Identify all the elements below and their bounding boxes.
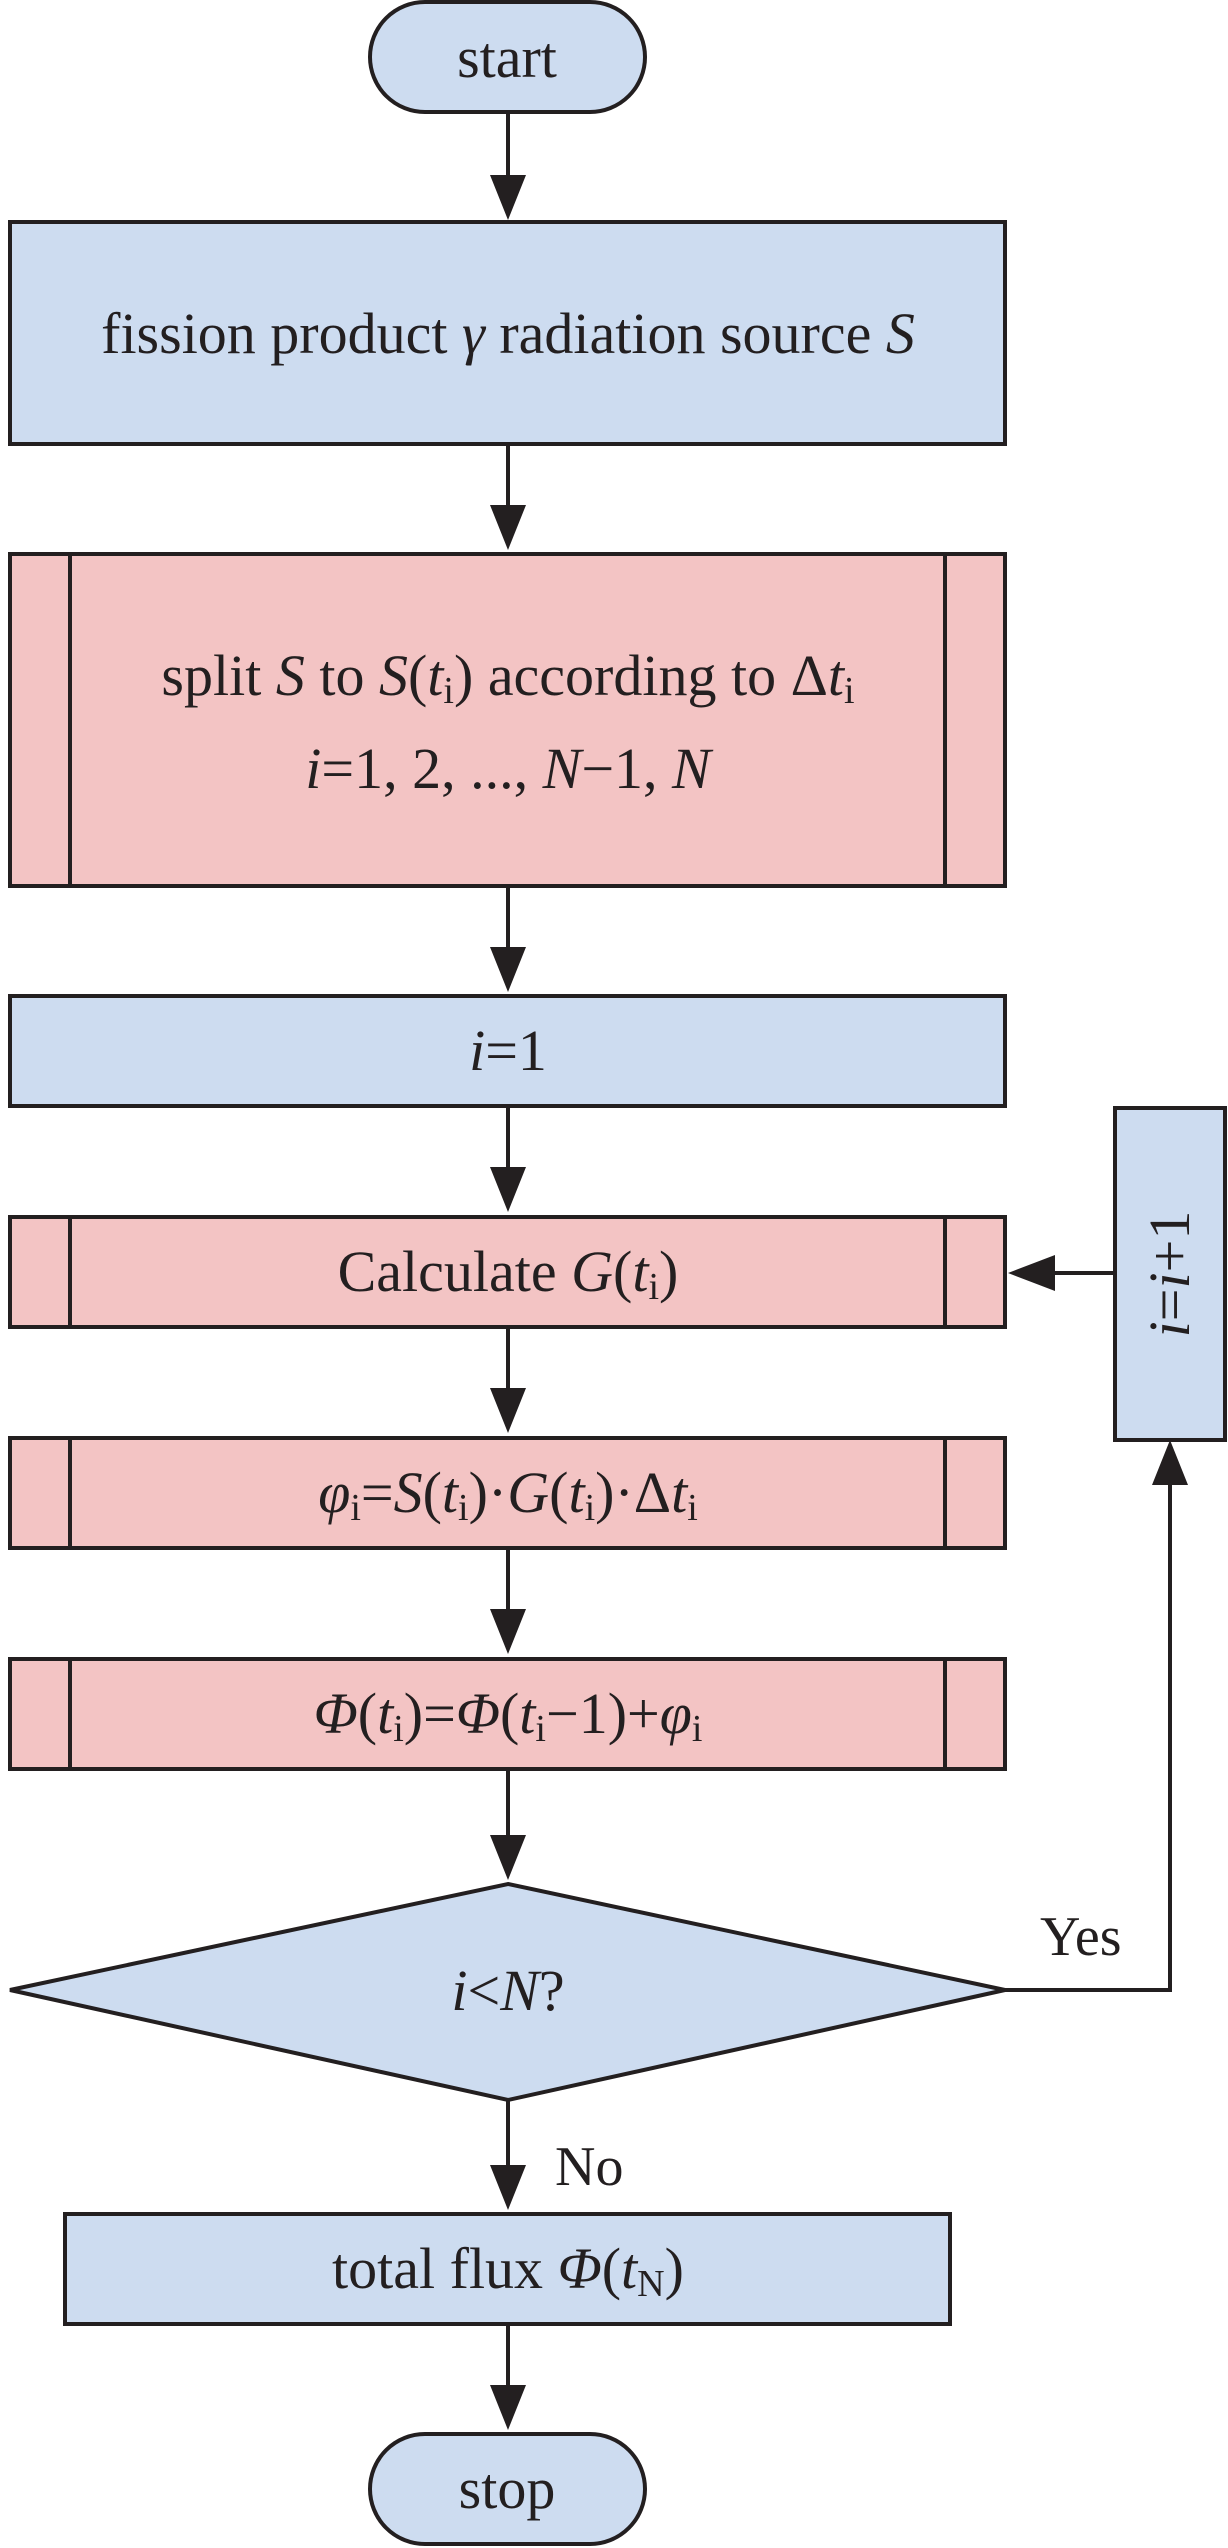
stop-label: stop bbox=[459, 2456, 556, 2521]
arrow-calc-to-phi bbox=[490, 1327, 526, 1433]
decision-node: i<N? bbox=[9, 1881, 1006, 2103]
split-label-line1: split S to S(ti) according to Δti bbox=[161, 643, 854, 712]
arrow-init-to-calc bbox=[490, 1106, 526, 1212]
calc-label: Calculate G(ti) bbox=[338, 1239, 679, 1308]
accum-label: Φ(ti)=Φ(ti−1)+φi bbox=[314, 1681, 703, 1750]
calc-node: Calculate G(ti) bbox=[8, 1215, 1007, 1329]
increment-label: i=i+1 bbox=[1137, 1211, 1202, 1338]
arrow-yes-to-increment bbox=[1005, 1440, 1188, 1992]
init-label: i=1 bbox=[469, 1018, 547, 1083]
arrow-source-to-split bbox=[490, 444, 526, 550]
start-node: start bbox=[368, 0, 647, 114]
arrow-start-to-source bbox=[490, 112, 526, 220]
source-node: fission product γ radiation source S bbox=[8, 220, 1007, 446]
split-label-line2: i=1, 2, ..., N−1, N bbox=[305, 736, 714, 801]
increment-node: i=i+1 bbox=[1113, 1106, 1227, 1442]
arrow-total-to-stop bbox=[490, 2324, 526, 2430]
decision-label: i<N? bbox=[451, 1958, 564, 2023]
phi-label: φi=S(ti)·G(ti)·Δti bbox=[318, 1460, 698, 1529]
no-label: No bbox=[555, 2136, 623, 2198]
total-node: total flux Φ(tN) bbox=[63, 2212, 952, 2326]
arrow-accum-to-decision bbox=[490, 1769, 526, 1880]
stop-node: stop bbox=[368, 2432, 647, 2546]
arrow-phi-to-accum bbox=[490, 1548, 526, 1654]
init-node: i=1 bbox=[8, 994, 1007, 1108]
arrow-increment-to-calc bbox=[1008, 1255, 1115, 1291]
start-label: start bbox=[457, 25, 557, 90]
accum-node: Φ(ti)=Φ(ti−1)+φi bbox=[8, 1657, 1007, 1771]
arrow-no-to-total bbox=[490, 2100, 526, 2210]
total-label: total flux Φ(tN) bbox=[332, 2236, 684, 2305]
yes-label: Yes bbox=[1040, 1906, 1121, 1968]
source-label: fission product γ radiation source S bbox=[101, 301, 915, 366]
arrow-split-to-init bbox=[490, 886, 526, 992]
phi-node: φi=S(ti)·G(ti)·Δti bbox=[8, 1436, 1007, 1550]
split-node: split S to S(ti) according to Δti i=1, 2… bbox=[8, 552, 1007, 888]
